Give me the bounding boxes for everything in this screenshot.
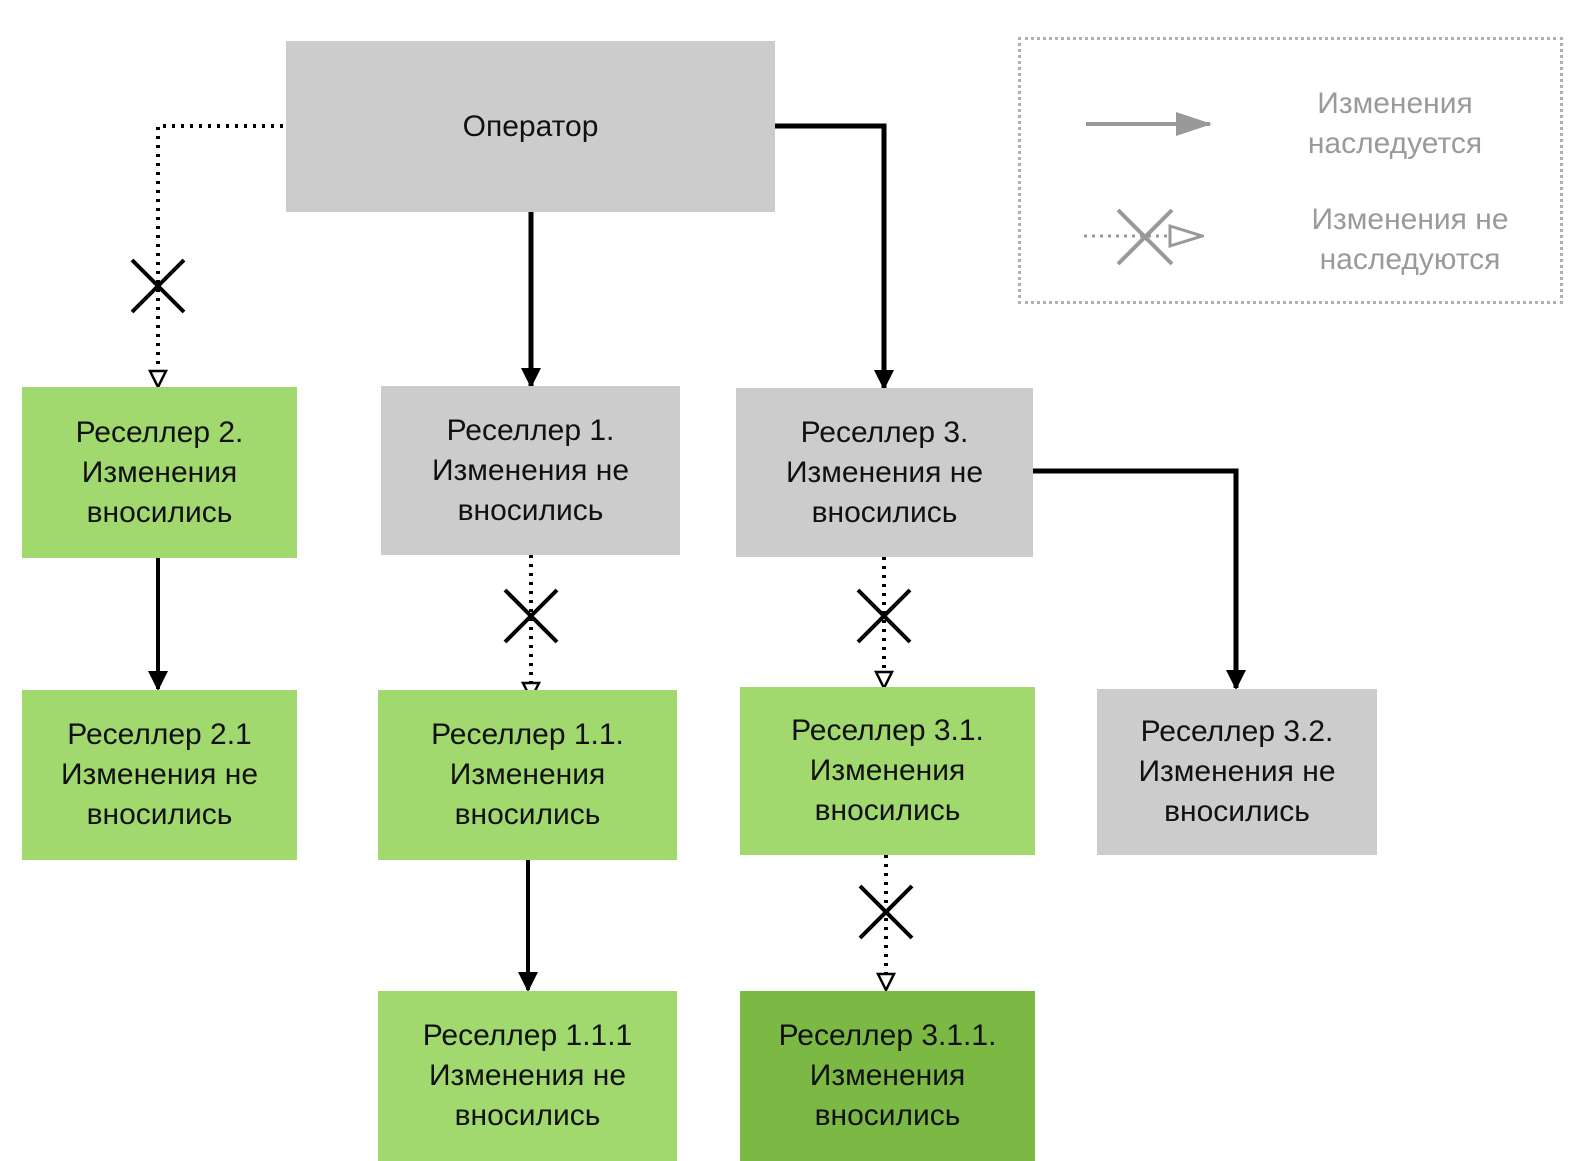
reseller-1-1-node: Реселлер 1.1. Изменения вносились [378, 690, 677, 860]
cross-mark-reseller1-reseller1-1 [503, 588, 559, 644]
reseller-3-node: Реселлер 3. Изменения не вносились [736, 388, 1033, 557]
reseller-2-1-label: Реселлер 2.1 Изменения не вносились [60, 718, 259, 831]
cross-mark-operator-reseller2 [130, 258, 186, 314]
operator-node: Оператор [286, 41, 775, 212]
legend-cross-icon [1116, 208, 1174, 266]
reseller-1-label: Реселлер 1. Изменения не вносились [431, 413, 630, 527]
reseller-2-1-node: Реселлер 2.1 Изменения не вносились [22, 690, 297, 860]
cross-mark-reseller3-1-reseller3-1-1 [858, 884, 914, 940]
connector-operator-reseller2 [158, 124, 283, 387]
reseller-3-2-node: Реселлер 3.2. Изменения не вносились [1097, 689, 1377, 855]
connector-operator-reseller3 [775, 123, 894, 390]
reseller-1-1-1-node: Реселлер 1.1.1 Изменения не вносились [378, 991, 677, 1161]
reseller-2-label: Реселлер 2. Изменения вносились [75, 415, 244, 529]
reseller-2-node: Реселлер 2. Изменения вносились [22, 387, 297, 558]
reseller-1-1-label: Реселлер 1.1. Изменения вносились [431, 718, 624, 831]
reseller-1-node: Реселлер 1. Изменения не вносились [381, 386, 680, 555]
reseller-3-1-node: Реселлер 3.1. Изменения вносились [740, 687, 1035, 855]
cross-mark-reseller3-reseller3-1 [856, 588, 912, 644]
legend-box [1018, 37, 1563, 304]
reseller-3-1-1-node: Реселлер 3.1.1. Изменения вносились [740, 991, 1035, 1161]
reseller-3-1-label: Реселлер 3.1. Изменения вносились [791, 714, 984, 827]
reseller-1-1-1-label: Реселлер 1.1.1 Изменения не вносились [422, 1019, 633, 1132]
reseller-3-2-label: Реселлер 3.2. Изменения не вносились [1138, 715, 1336, 828]
connector-reseller3-reseller3-2 [1032, 468, 1246, 690]
legend-label-inherited: Изменения наследуется [1307, 87, 1483, 160]
reseller-3-1-1-label: Реселлер 3.1.1. Изменения вносились [778, 1019, 997, 1132]
operator-label: Оператор [462, 109, 599, 143]
reseller-3-label: Реселлер 3. Изменения не вносились [785, 415, 984, 529]
legend-label-not-inherited: Изменения не наследуются [1311, 203, 1509, 276]
